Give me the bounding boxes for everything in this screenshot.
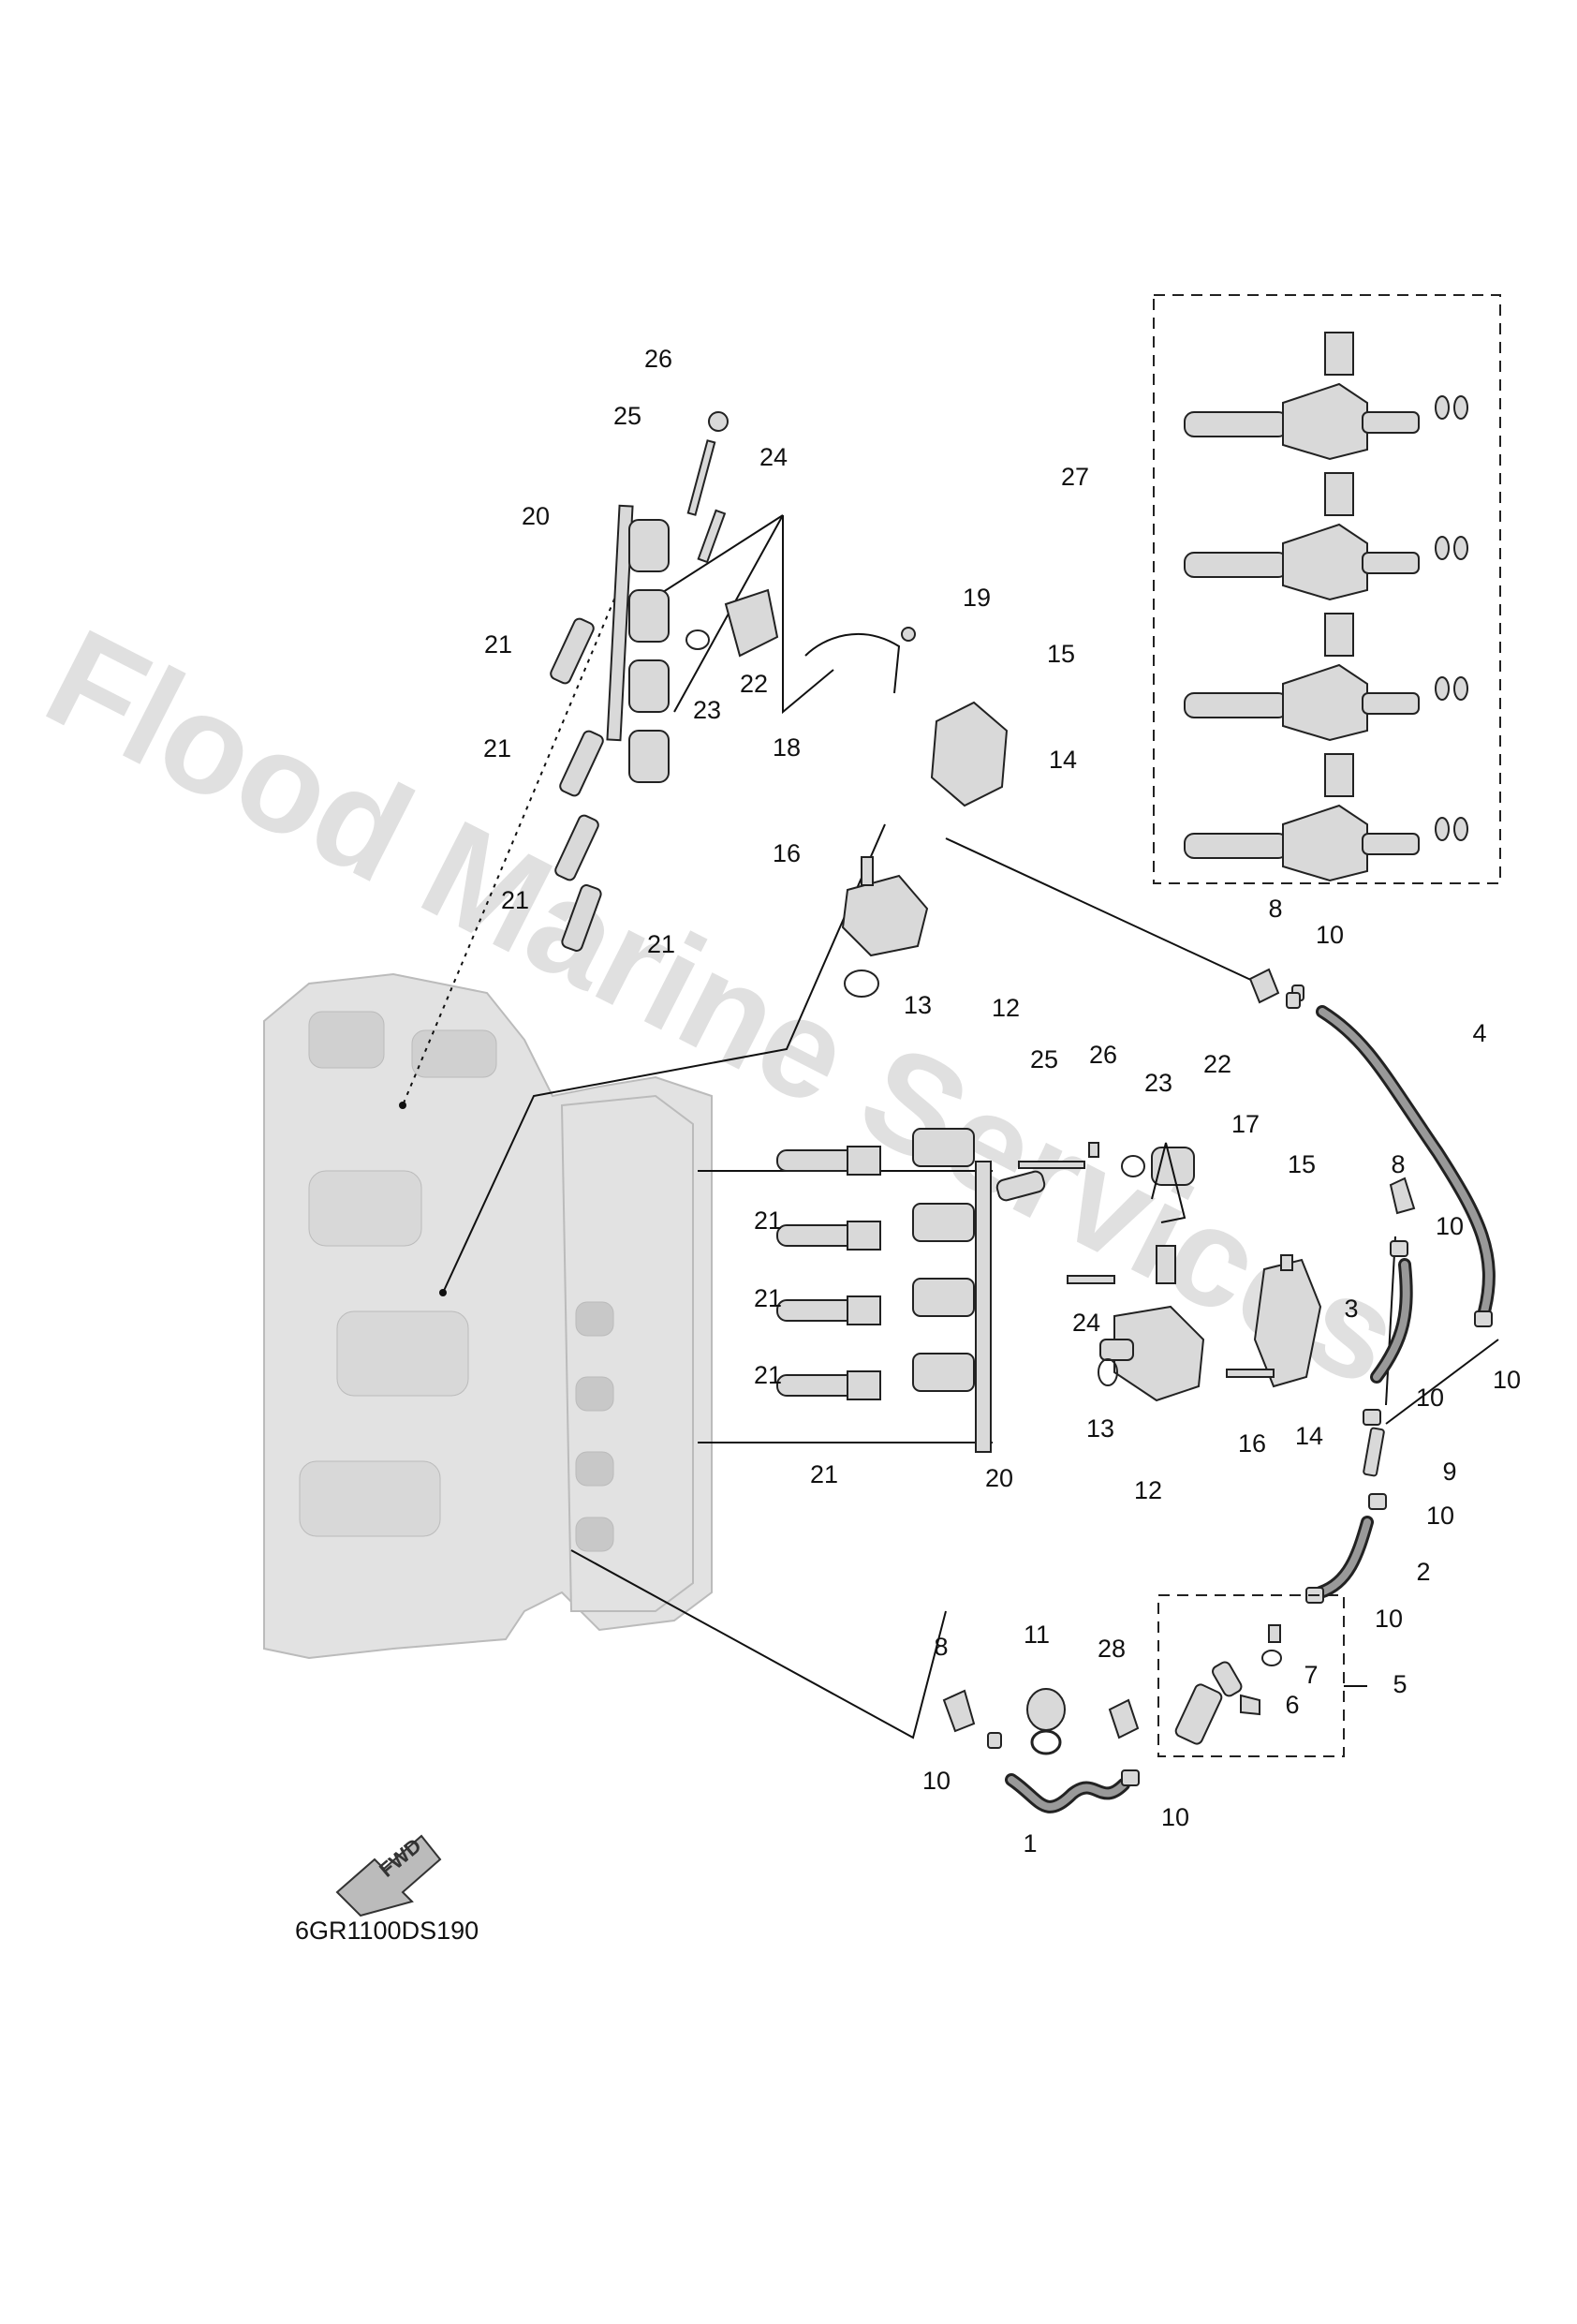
callout-14: 14 (1295, 1422, 1323, 1450)
upper-fuel-rail-assembly (550, 411, 1304, 1004)
callout-23: 23 (1144, 1069, 1172, 1097)
leader-lines (402, 514, 1499, 1739)
inset-box-5 (1157, 1594, 1367, 1757)
callout-21: 21 (647, 930, 675, 958)
callout-22: 22 (740, 670, 768, 698)
callout-21: 21 (754, 1206, 782, 1235)
callout-21: 21 (501, 886, 529, 914)
callout-26: 26 (1089, 1041, 1117, 1069)
callout-25: 25 (1030, 1045, 1058, 1073)
callout-20: 20 (985, 1464, 1013, 1492)
callout-10: 10 (1416, 1384, 1444, 1412)
hoses (942, 992, 1496, 1813)
injector-inset-4 (1184, 753, 1468, 882)
callout-1: 1 (1023, 1829, 1037, 1858)
callout-23: 23 (693, 696, 721, 724)
engine-block (263, 972, 713, 1660)
callout-10: 10 (922, 1767, 951, 1795)
diagram-code: 6GR1100DS190 (295, 1917, 479, 1945)
callout-18: 18 (773, 733, 801, 762)
callout-13: 13 (1086, 1414, 1114, 1443)
callout-26: 26 (644, 345, 672, 373)
callout-13: 13 (904, 991, 932, 1019)
callout-15: 15 (1047, 640, 1075, 668)
callout-7: 7 (1304, 1661, 1318, 1689)
callout-25: 25 (613, 402, 641, 430)
callout-4: 4 (1472, 1019, 1486, 1047)
callout-24: 24 (1072, 1309, 1100, 1337)
lower-injector-row-3 (776, 1278, 975, 1325)
callout-8: 8 (1268, 895, 1282, 923)
callout-21: 21 (754, 1361, 782, 1389)
callout-10: 10 (1161, 1803, 1189, 1831)
callout-8: 8 (934, 1633, 948, 1661)
fwd-arrow-icon: FWD (335, 1833, 442, 1917)
callout-12: 12 (992, 994, 1020, 1022)
callout-16: 16 (773, 839, 801, 867)
callout-27: 27 (1061, 463, 1089, 491)
callout-8: 8 (1391, 1150, 1405, 1178)
inset-box-27 (1153, 294, 1501, 884)
lower-injector-row-2 (776, 1203, 975, 1251)
lower-fuel-rail-assembly (776, 1128, 1322, 1453)
injector-inset-3 (1184, 613, 1468, 742)
callout-10: 10 (1426, 1502, 1454, 1530)
callout-3: 3 (1344, 1295, 1358, 1323)
callout-21: 21 (483, 734, 511, 762)
callout-24: 24 (759, 443, 788, 471)
watermark: Flood Marine Services (23, 599, 1423, 1416)
callout-28: 28 (1098, 1635, 1126, 1663)
callout-22: 22 (1203, 1050, 1231, 1078)
injector-inset-2 (1184, 472, 1468, 601)
callout-12: 12 (1134, 1476, 1162, 1504)
callout-14: 14 (1049, 746, 1077, 774)
callout-2: 2 (1416, 1558, 1430, 1586)
callout-10: 10 (1375, 1605, 1403, 1633)
callout-5: 5 (1393, 1670, 1407, 1698)
callout-10: 10 (1436, 1212, 1464, 1240)
lower-injector-row-4 (776, 1353, 975, 1400)
callout-11: 11 (1024, 1621, 1050, 1649)
callout-19: 19 (963, 584, 991, 612)
callout-10: 10 (1316, 921, 1344, 949)
lower-injector-row-1 (776, 1128, 975, 1176)
callout-17: 17 (1231, 1110, 1260, 1138)
callout-10: 10 (1493, 1366, 1521, 1394)
callout-9: 9 (1442, 1458, 1456, 1486)
callout-21: 21 (810, 1460, 838, 1488)
callout-6: 6 (1285, 1691, 1299, 1719)
callout-15: 15 (1288, 1150, 1316, 1178)
callout-20: 20 (522, 502, 550, 530)
callout-21: 21 (484, 630, 512, 659)
callout-21: 21 (754, 1284, 782, 1312)
callout-16: 16 (1238, 1429, 1266, 1458)
injector-inset-1 (1184, 332, 1468, 461)
